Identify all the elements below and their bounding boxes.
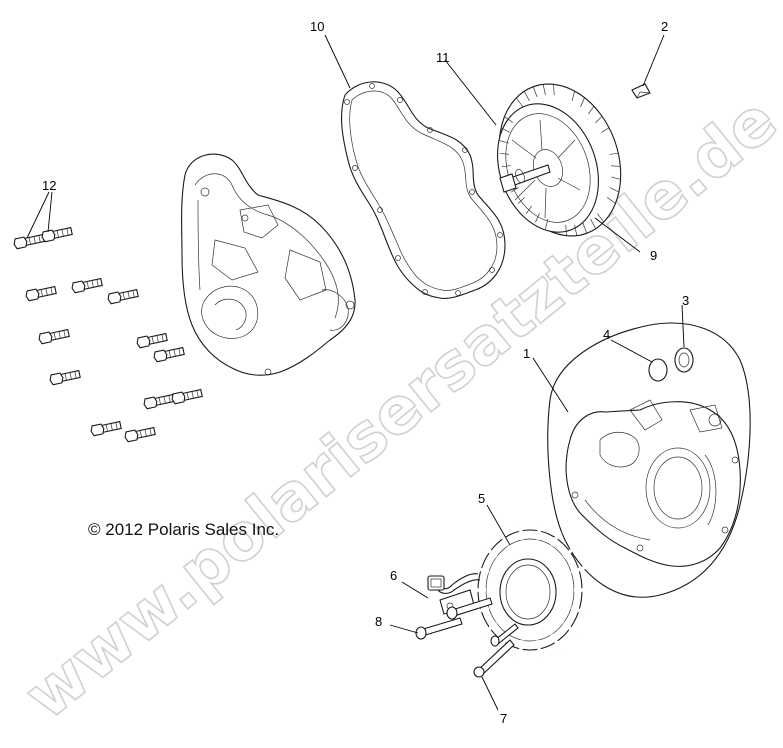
callout-8: 8 (375, 614, 382, 629)
gasket-part-10[interactable] (341, 81, 506, 299)
callout-5: 5 (478, 491, 485, 506)
callout-10: 10 (310, 19, 324, 34)
callout-1: 1 (523, 346, 530, 361)
engine-cover[interactable] (181, 153, 356, 376)
callouts: 10 11 2 9 3 4 1 5 6 8 7 12 (42, 19, 689, 726)
copyright-notice: © 2012 Polaris Sales Inc. (88, 520, 279, 539)
flywheel-teeth (499, 84, 621, 236)
leader-lines (26, 34, 685, 711)
bolt (171, 388, 203, 405)
callout-6: 6 (390, 568, 397, 583)
bolt (38, 328, 70, 345)
bolt-set-part-12[interactable] (13, 226, 203, 443)
bolt (136, 332, 168, 349)
callout-4: 4 (603, 327, 610, 342)
stator-bolts-part-7[interactable] (473, 623, 519, 678)
bolt (49, 369, 81, 386)
stator-part-5[interactable] (470, 522, 590, 658)
stator-cover-group-part-1[interactable] (547, 322, 751, 598)
callout-11: 11 (436, 50, 450, 65)
callout-3: 3 (682, 293, 689, 308)
bolt (90, 420, 122, 437)
seal-part-3[interactable] (674, 347, 694, 373)
bolt (124, 426, 156, 443)
callout-9: 9 (650, 248, 657, 263)
bolt (41, 226, 73, 243)
bolt (107, 288, 139, 305)
callout-12: 12 (42, 178, 56, 193)
bolt (153, 346, 185, 363)
snap-ring-part-4[interactable] (648, 358, 668, 382)
screw-part-8[interactable] (415, 597, 493, 640)
bolt (25, 285, 57, 302)
callout-2: 2 (661, 19, 668, 34)
woodruff-key-part-2[interactable] (631, 83, 651, 99)
callout-7: 7 (500, 711, 507, 726)
bolt (143, 393, 175, 410)
bolt (13, 233, 45, 250)
bolt (71, 277, 103, 294)
stator-cover-part-1[interactable] (565, 399, 741, 567)
crank-bolt-part-11[interactable] (499, 164, 551, 193)
